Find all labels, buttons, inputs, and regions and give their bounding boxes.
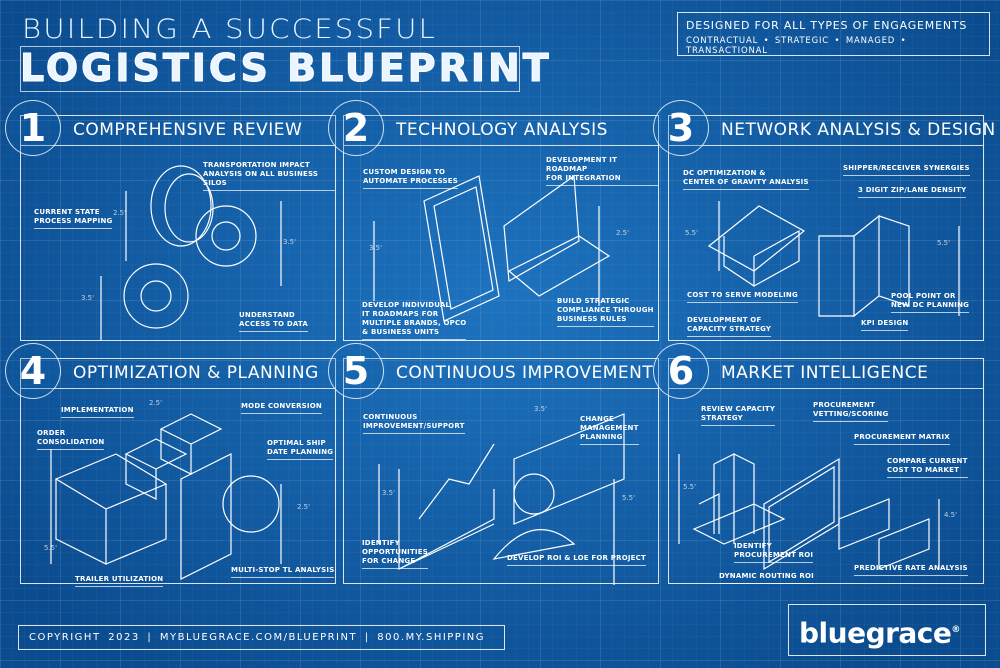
panel-optimization-planning: 4 OPTIMIZATION & PLANNING IMPLEMENTATION… (5, 343, 336, 587)
callout-label: MODE CONVERSION (241, 402, 322, 414)
callout-label: CONTINUOUS IMPROVEMENT/SUPPORT (363, 413, 465, 434)
dimension-label: 2.5' (616, 229, 630, 237)
title-line-2: LOGISTICS BLUEPRINT (20, 46, 552, 91)
title-frame (20, 46, 520, 92)
callout-label: BUILD STRATEGIC COMPLIANCE THROUGH BUSIN… (557, 297, 654, 327)
panel-network-analysis: 3 NETWORK ANALYSIS & DESIGN DC OPTIMIZAT… (653, 100, 995, 341)
callout-label: IDENTIFY OPPORTUNITIES FOR CHANGE (362, 539, 428, 569)
panel-title: NETWORK ANALYSIS & DESIGN (721, 120, 996, 140)
truck-boxes-illustration (50, 413, 282, 580)
step-number: 3 (653, 100, 709, 156)
callout-label: MULTI-STOP TL ANALYSIS (231, 566, 335, 578)
dimension-label: 3.5' (534, 405, 548, 413)
callout-label: DEVELOPMENT OF CAPACITY STRATEGY (687, 316, 772, 337)
callout-label: PREDICTIVE RATE ANALYSIS (854, 564, 968, 576)
panel-title: TECHNOLOGY ANALYSIS (396, 120, 608, 140)
callout-label: TRAILER UTILIZATION (75, 575, 164, 587)
callout-label: DC OPTIMIZATION & CENTER OF GRAVITY ANAL… (683, 169, 809, 190)
callout-label: CHANGE MANAGEMENT PLANNING (580, 415, 639, 445)
callout-label: DEVELOP ROI & LOE FOR PROJECT (507, 554, 646, 566)
dimension-label: 5.5' (622, 494, 636, 502)
panel-market-intelligence: 6 MARKET INTELLIGENCE REVIEW CAPACITY ST… (653, 343, 984, 584)
dimension-label: 3.5' (369, 244, 383, 252)
dimension-label: 3.5' (81, 294, 95, 302)
panel-title: COMPREHENSIVE REVIEW (73, 120, 303, 140)
dimension-label: 2.5' (297, 503, 311, 511)
callout-label: PROCUREMENT VETTING/SCORING (813, 401, 889, 422)
panel-continuous-improvement: 5 CONTINUOUS IMPROVEMENT CONTINUOUS IMPR… (328, 343, 659, 585)
dimension-label: 4.5' (944, 511, 958, 519)
logo-text: bluegrace (799, 616, 952, 650)
callout-label: TRANSPORTATION IMPACT ANALYSIS ON ALL BU… (203, 161, 335, 191)
dimension-label: 5.5' (937, 239, 951, 247)
callout-label: KPI DESIGN (861, 319, 909, 331)
step-number: 5 (328, 343, 384, 399)
panel-title: CONTINUOUS IMPROVEMENT (396, 363, 654, 383)
step-number: 4 (5, 343, 61, 399)
callout-label: IDENTIFY PROCUREMENT ROI (734, 542, 814, 563)
callout-label: DYNAMIC ROUTING ROI (719, 572, 814, 584)
engagement-box: DESIGNED FOR ALL TYPES OF ENGAGEMENTS CO… (677, 12, 990, 56)
dimension-label: 2.5' (113, 209, 127, 217)
panel-title: MARKET INTELLIGENCE (721, 363, 929, 383)
callout-label: DEVELOPMENT IT ROADMAP FOR INTEGRATION (546, 156, 658, 186)
engagement-heading: DESIGNED FOR ALL TYPES OF ENGAGEMENTS (686, 19, 968, 32)
callout-label: REVIEW CAPACITY STRATEGY (701, 405, 776, 426)
callout-label: CUSTOM DESIGN TO AUTOMATE PROCESSES (363, 168, 459, 189)
dimension-label: 5.5' (683, 483, 697, 491)
callout-label: OPTIMAL SHIP DATE PLANNING (267, 439, 334, 460)
dimension-label: 3.5' (283, 238, 297, 246)
callout-label: COST TO SERVE MODELING (687, 291, 798, 303)
callout-label: IMPLEMENTATION (61, 406, 134, 418)
footer-contact: COPYRIGHT 2023 | MYBLUEGRACE.COM/BLUEPRI… (18, 625, 505, 650)
engagement-types: CONTRACTUAL • STRATEGIC • MANAGED • TRAN… (686, 36, 907, 56)
dimension-label: 3.5' (382, 489, 396, 497)
callout-label: UNDERSTAND ACCESS TO DATA (239, 311, 308, 332)
callout-label: CURRENT STATE PROCESS MAPPING (34, 208, 113, 229)
callout-label: COMPARE CURRENT COST TO MARKET (887, 457, 968, 478)
dimension-label: 5.5' (685, 229, 699, 237)
step-number: 2 (328, 100, 384, 156)
dimension-label: 2.5' (149, 399, 163, 407)
panel-technology-analysis: 2 TECHNOLOGY ANALYSIS CUSTOM DESIGN TO A… (328, 100, 659, 341)
callout-label: ORDER CONSOLIDATION (37, 429, 105, 450)
step-number: 6 (653, 343, 709, 399)
registered-mark: ® (951, 625, 960, 635)
callout-label: SHIPPER/RECEIVER SYNERGIES (843, 164, 970, 176)
title-line-1: BUILDING A SUCCESSFUL (22, 14, 437, 45)
bluegrace-logo: bluegrace® (788, 604, 986, 656)
callout-label: PROCUREMENT MATRIX (854, 433, 950, 445)
panel-comprehensive-review: 1 COMPREHENSIVE REVIEW TRANSPORTATION IM… (5, 100, 336, 341)
callout-label: POOL POINT OR NEW DC PLANNING (891, 292, 970, 313)
step-number: 1 (5, 100, 61, 156)
dimension-label: 5.5' (44, 544, 58, 552)
callout-label: DEVELOP INDIVIDUAL IT ROADMAPS FOR MULTI… (362, 301, 467, 340)
callout-label: 3 DIGIT ZIP/LANE DENSITY (858, 186, 967, 198)
panel-title: OPTIMIZATION & PLANNING (73, 363, 319, 383)
